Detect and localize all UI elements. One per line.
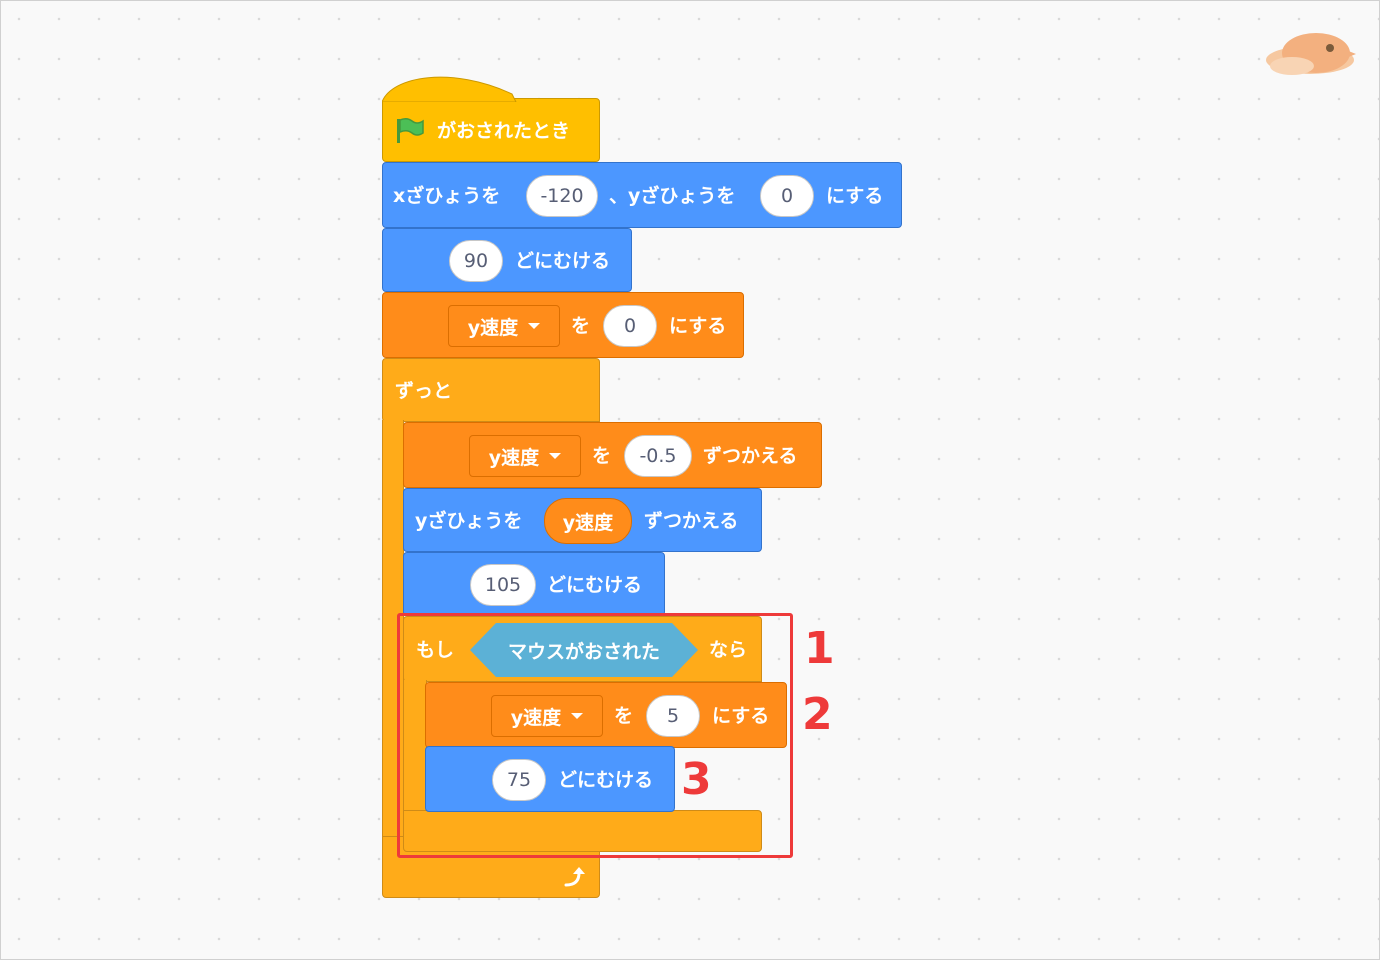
dropdown-caret-icon bbox=[571, 713, 584, 719]
value-input[interactable]: 5 bbox=[646, 695, 700, 737]
block-label: どにむける bbox=[515, 250, 611, 272]
hat-cap bbox=[382, 76, 517, 102]
block-label: ずつかえる bbox=[644, 510, 739, 532]
dropdown-caret-icon bbox=[549, 453, 562, 459]
block-label: どにむける bbox=[547, 574, 643, 596]
annotation-number-1: 1 bbox=[804, 623, 835, 674]
variable-dropdown[interactable]: y速度 bbox=[469, 435, 581, 477]
if-bottom bbox=[403, 810, 762, 852]
direction-input[interactable]: 75 bbox=[492, 759, 546, 801]
go-to-xy-block[interactable]: xざひょうを -120 、yざひょうを 0 にする bbox=[382, 162, 902, 228]
when-flag-clicked-block[interactable]: がおされたとき bbox=[382, 98, 600, 162]
if-arm bbox=[403, 680, 427, 814]
loop-arrow-icon bbox=[564, 867, 585, 887]
variable-reporter[interactable]: y速度 bbox=[544, 498, 632, 544]
dropdown-caret-icon bbox=[528, 323, 541, 329]
variable-dropdown[interactable]: y速度 bbox=[448, 305, 560, 347]
y-value-input[interactable]: 0 bbox=[760, 175, 814, 217]
set-variable-block[interactable]: y速度 を 5 にする bbox=[425, 682, 787, 748]
forever-block[interactable]: ずっと bbox=[382, 358, 600, 422]
annotation-number-3: 3 bbox=[681, 754, 712, 805]
mouse-down-condition[interactable]: マウスがおされた bbox=[470, 623, 698, 677]
block-label: もし bbox=[416, 639, 455, 661]
change-y-block[interactable]: yざひょうを y速度 ずつかえる bbox=[403, 488, 762, 552]
block-label: ずつかえる bbox=[703, 445, 798, 467]
change-variable-block[interactable]: y速度 を -0.5 ずつかえる bbox=[403, 422, 822, 488]
green-flag-icon bbox=[397, 117, 424, 143]
point-in-direction-block[interactable]: 105 どにむける bbox=[403, 552, 665, 616]
annotation-number-2: 2 bbox=[802, 689, 833, 740]
point-in-direction-block[interactable]: 75 どにむける bbox=[425, 746, 675, 812]
block-label: 、yざひょうを bbox=[609, 185, 736, 207]
block-label: を bbox=[592, 445, 612, 467]
block-label: にする bbox=[712, 705, 770, 727]
block-label: ずっと bbox=[395, 380, 453, 402]
forever-arm bbox=[382, 420, 404, 840]
direction-input[interactable]: 105 bbox=[470, 564, 536, 606]
block-label: を bbox=[614, 705, 634, 727]
set-variable-block[interactable]: y速度 を 0 にする bbox=[382, 292, 744, 358]
block-label: がおされたとき bbox=[437, 120, 571, 142]
value-input[interactable]: -0.5 bbox=[624, 435, 692, 477]
dropdown-label: y速度 bbox=[488, 446, 540, 469]
sprite-thumbnail-icon[interactable] bbox=[1262, 28, 1358, 84]
if-then-block[interactable]: もし マウスがおされた なら bbox=[403, 616, 762, 682]
block-label: xざひょうを bbox=[393, 185, 501, 207]
block-label: にする bbox=[669, 315, 727, 337]
block-label: yざひょうを bbox=[415, 510, 523, 532]
dropdown-label: y速度 bbox=[467, 316, 519, 339]
block-label: にする bbox=[826, 185, 884, 207]
variable-dropdown[interactable]: y速度 bbox=[491, 695, 603, 737]
x-value-input[interactable]: -120 bbox=[526, 175, 598, 217]
block-label: なら bbox=[709, 639, 748, 661]
block-label: どにむける bbox=[558, 769, 654, 791]
block-label: を bbox=[571, 315, 591, 337]
value-input[interactable]: 0 bbox=[603, 305, 657, 347]
point-in-direction-block[interactable]: 90 どにむける bbox=[382, 228, 632, 292]
direction-input[interactable]: 90 bbox=[449, 240, 503, 282]
dropdown-label: y速度 bbox=[510, 706, 562, 729]
